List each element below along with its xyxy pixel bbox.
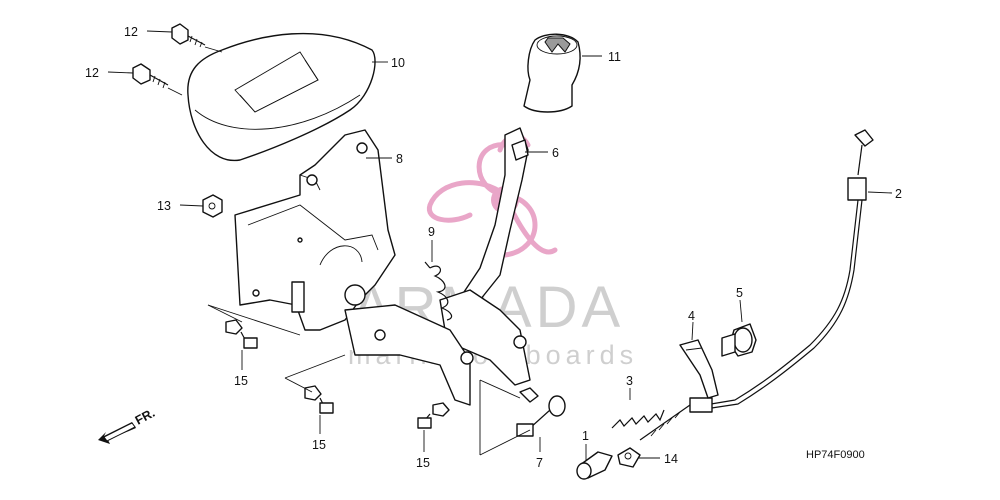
part-5-grommet [721, 323, 757, 357]
part-8-bracket [234, 129, 396, 331]
callout-numbers: 12 12 10 11 8 6 2 13 9 5 4 3 15 15 15 7 … [85, 25, 902, 470]
callout-9: 9 [428, 225, 435, 239]
part-12-bolt-b [132, 63, 169, 89]
callout-14: 14 [664, 452, 678, 466]
part-15-bolt-b [304, 385, 334, 414]
callout-5: 5 [736, 286, 743, 300]
callout-7: 7 [536, 456, 543, 470]
callout-15: 15 [312, 438, 326, 452]
callout-6: 6 [552, 146, 559, 160]
callout-15: 15 [416, 456, 430, 470]
part-1-collar [576, 451, 613, 480]
part-9-spring [424, 261, 453, 321]
part-4-clip [679, 339, 719, 399]
callout-4: 4 [688, 309, 695, 323]
part-11-shift-knob [523, 33, 581, 113]
callout-12: 12 [85, 66, 99, 80]
leader-lines [107, 30, 893, 460]
part-15-bolt-a [225, 319, 258, 349]
callout-2: 2 [895, 187, 902, 201]
callout-15: 15 [234, 374, 248, 388]
callout-8: 8 [396, 152, 403, 166]
callout-12: 12 [124, 25, 138, 39]
callout-13: 13 [157, 199, 171, 213]
part-12-bolt-a [171, 23, 206, 48]
part-14-pin [617, 447, 641, 468]
callout-10: 10 [391, 56, 405, 70]
part-7-bolt [516, 387, 566, 437]
diagram-code: HP74F0900 [806, 449, 865, 461]
front-direction-label: FR. [133, 406, 157, 428]
part-15-bolt-c [417, 402, 450, 429]
callout-1: 1 [582, 429, 589, 443]
part-6-shift-lever [344, 127, 531, 406]
part-2-control-cable [639, 129, 874, 441]
part-13-nut [202, 194, 223, 218]
front-direction-arrow-icon [98, 422, 136, 444]
part-3-spring [611, 409, 665, 429]
callout-11: 11 [608, 50, 621, 64]
callout-3: 3 [626, 374, 633, 388]
part-10-lever-cover [187, 32, 376, 162]
